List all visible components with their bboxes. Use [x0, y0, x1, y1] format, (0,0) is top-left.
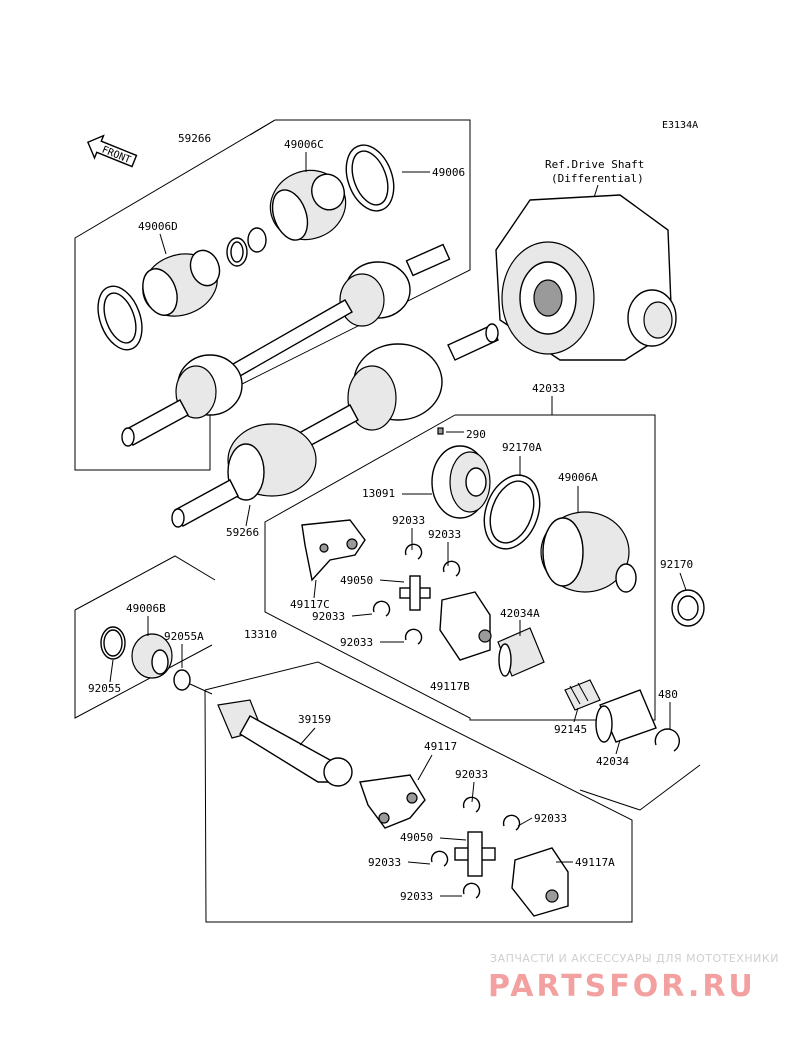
- label-59266-bottom: 59266: [226, 526, 259, 539]
- spring-92145: [564, 679, 601, 711]
- axle-shaft-lower: [171, 323, 499, 528]
- label-92145: 92145: [554, 723, 587, 736]
- label-92033-e: 92033: [455, 768, 488, 781]
- boot-housing-13091: [431, 445, 491, 519]
- label-49006d: 49006D: [138, 220, 178, 233]
- label-480: 480: [658, 688, 678, 701]
- spline-shaft-42034a: [497, 627, 545, 677]
- label-290: 290: [466, 428, 486, 441]
- label-42034: 42034: [596, 755, 629, 768]
- label-92055: 92055: [88, 682, 121, 695]
- ring-small-b: [247, 227, 267, 253]
- label-13091: 13091: [362, 487, 395, 500]
- label-92033-c: 92033: [312, 610, 345, 623]
- circlip-480: [654, 728, 681, 752]
- label-92033-b: 92033: [428, 528, 461, 541]
- label-42033: 42033: [532, 382, 565, 395]
- clamp-92170: [671, 589, 705, 627]
- circlip-f: [502, 814, 521, 831]
- yoke-49117a: [511, 847, 569, 917]
- yoke-49117b: [439, 591, 492, 661]
- label-49117: 49117: [424, 740, 457, 753]
- label-49117c: 49117C: [290, 598, 330, 611]
- label-92170a: 92170A: [502, 441, 542, 454]
- ref-drive-shaft-label: Ref.Drive Shaft: [545, 158, 644, 171]
- sleeve-42034: [595, 689, 657, 743]
- seal-49006b: [131, 633, 173, 679]
- label-49006: 49006: [432, 166, 465, 179]
- label-39159: 39159: [298, 713, 331, 726]
- circlip-h: [462, 882, 481, 899]
- label-92033-d: 92033: [340, 636, 373, 649]
- cv-boot-49006d: [142, 249, 221, 317]
- circlip-c: [372, 600, 391, 617]
- label-92033-h: 92033: [400, 890, 433, 903]
- label-49006b: 49006B: [126, 602, 166, 615]
- circlip-e: [462, 796, 481, 813]
- cross-49050-b: [454, 831, 496, 877]
- label-49006a: 49006A: [558, 471, 598, 484]
- axle-shaft-upper: [121, 243, 451, 447]
- label-92055a: 92055A: [164, 630, 204, 643]
- circlip-d: [404, 628, 423, 645]
- boot-49006a: [540, 511, 637, 593]
- frame-rear-shaft-13310: [74, 555, 216, 611]
- cv-boot-49006c: [269, 169, 347, 241]
- label-49117a: 49117A: [575, 856, 615, 869]
- label-59266-top: 59266: [178, 132, 211, 145]
- yoke-49117c: [301, 519, 366, 582]
- circlip-b: [442, 560, 461, 577]
- watermark-logo: PARTSFOR.RU: [488, 969, 756, 1004]
- label-49050-a: 49050: [340, 574, 373, 587]
- circlip-g: [430, 850, 449, 867]
- frame-propeller-shaft: [204, 661, 633, 923]
- label-92170: 92170: [660, 558, 693, 571]
- circlip-a: [404, 543, 423, 560]
- frame-drive-shaft-42033: [264, 414, 656, 721]
- label-92033-f: 92033: [534, 812, 567, 825]
- label-49006c: 49006C: [284, 138, 324, 151]
- differential-housing: [495, 194, 677, 361]
- label-92033-g: 92033: [368, 856, 401, 869]
- yoke-49117: [359, 774, 426, 829]
- front-arrow-icon: FRONT: [86, 134, 138, 168]
- grease-nipple-icon: [437, 427, 444, 435]
- label-49117b: 49117B: [430, 680, 470, 693]
- label-92033-a: 92033: [392, 514, 425, 527]
- label-13310: 13310: [244, 628, 277, 641]
- label-49050-b: 49050: [400, 831, 433, 844]
- watermark-tagline: ЗАПЧАСТИ И АКСЕССУАРЫ ДЛЯ МОТОТЕХНИКИ: [490, 952, 779, 965]
- diagram-code: E3134A: [662, 120, 698, 131]
- cross-49050-a: [399, 575, 431, 611]
- ref-differential-label: (Differential): [551, 172, 644, 185]
- label-42034a: 42034A: [500, 607, 540, 620]
- o-ring-92055a: [173, 669, 191, 691]
- shaft-39159: [217, 699, 353, 787]
- frame-axle-assembly: [74, 119, 471, 471]
